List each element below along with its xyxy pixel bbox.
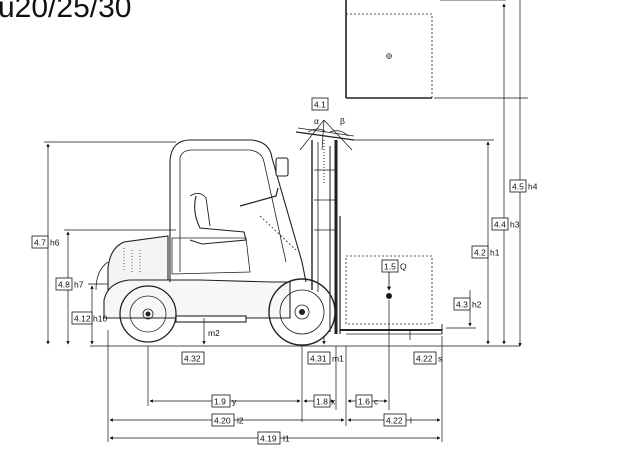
callout-code: 4.4 xyxy=(494,220,506,230)
callout-symbol: y xyxy=(232,397,237,407)
callout-code: 4.5 xyxy=(512,182,524,192)
mast xyxy=(295,127,443,335)
callout-4-3: 4.3 h2 xyxy=(453,297,482,311)
callout-code: 4.20 xyxy=(214,416,231,426)
callout-code: 4.1 xyxy=(314,100,326,110)
callout-symbol: l xyxy=(410,416,412,426)
callout-1-8: 1.8 x xyxy=(313,394,336,408)
callout-symbol: s xyxy=(438,354,442,364)
callout-code: 1.5 xyxy=(384,262,396,272)
callout-symbol: h3 xyxy=(510,220,520,230)
callout-4-22-l: 4.22 l xyxy=(383,413,412,427)
callout-code: 1.8 xyxy=(316,397,328,407)
callout-code: 4.8 xyxy=(58,280,70,290)
callout-symbol: h2 xyxy=(472,300,482,310)
callout-4-1: 4.1 xyxy=(311,97,329,111)
model-title: u20/25/30 xyxy=(0,0,132,24)
callout-symbol: h7 xyxy=(74,280,84,290)
forklift xyxy=(95,139,307,323)
callout-symbol: m1 xyxy=(332,354,344,364)
chassis xyxy=(103,279,291,319)
callout-4-4: 4.4 h3 xyxy=(491,217,520,231)
callout-code: 1.9 xyxy=(214,397,226,407)
callout-1-6: 1.6 c xyxy=(355,394,379,408)
callout-code: 1.6 xyxy=(358,397,370,407)
callout-4-5: 4.5 h4 xyxy=(509,179,538,193)
callout-symbol: h1 xyxy=(490,248,500,258)
callout-code: 4.19 xyxy=(260,434,277,444)
m2-label: m2 xyxy=(208,328,220,338)
callout-1-5: 1.5 Q xyxy=(381,259,407,273)
cab-frame xyxy=(169,139,307,283)
callout-code: 4.22 xyxy=(416,354,433,364)
beta-label: β xyxy=(340,116,345,126)
seat xyxy=(189,195,247,245)
callout-symbol: l2 xyxy=(237,416,244,426)
mirror xyxy=(275,157,289,177)
callout-code: 4.12 xyxy=(74,314,91,324)
callout-symbol: l1 xyxy=(283,434,290,444)
callout-4-2: 4.2 h1 xyxy=(471,245,500,259)
dimension-lines xyxy=(44,0,528,442)
callout-code: 4.7 xyxy=(34,238,46,248)
callout-code: 4.22 xyxy=(386,416,403,426)
callout-4-8: 4.8 h7 xyxy=(55,277,84,291)
alpha-label: α xyxy=(314,116,319,126)
callout-code: 4.31 xyxy=(310,354,327,364)
callout-4-20: 4.20 l2 xyxy=(211,413,244,427)
callout-symbol: h6 xyxy=(50,238,60,248)
callout-symbol: c xyxy=(374,397,379,407)
callout-4-19: 4.19 l1 xyxy=(257,431,290,445)
steering-wheel xyxy=(239,187,279,207)
callout-4-32: 4.32 xyxy=(181,351,205,365)
rear-wheel xyxy=(119,285,177,343)
callout-symbol: h4 xyxy=(528,182,538,192)
callout-code: 4.2 xyxy=(474,248,486,258)
callout-code: 4.3 xyxy=(456,300,468,310)
callout-symbol: Q xyxy=(400,262,407,272)
callout-symbol: x xyxy=(331,397,336,407)
callout-4-22-s: 4.22 s xyxy=(413,351,442,365)
callout-4-31: 4.31 m1 xyxy=(307,351,344,365)
callout-code: 4.32 xyxy=(184,354,201,364)
callout-4-7: 4.7 h6 xyxy=(31,235,60,249)
raised-load xyxy=(345,0,433,99)
callout-1-9: 1.9 y xyxy=(211,394,237,408)
callout-4-12: 4.12 h10 xyxy=(71,311,107,325)
callout-symbol: h10 xyxy=(93,314,107,324)
